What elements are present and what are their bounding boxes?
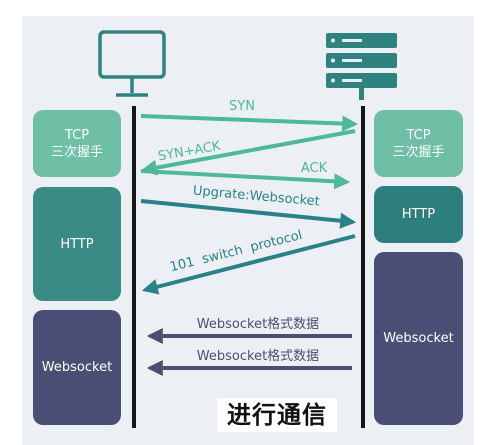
syn-arrow xyxy=(140,114,359,132)
server-http-box: HTTP xyxy=(374,186,463,243)
client-tcp-box: TCP 三次握手 xyxy=(33,110,121,177)
websocket-data-label-2: Websocket格式数据 xyxy=(197,348,319,364)
client-websocket-box: Websocket xyxy=(33,310,121,425)
client-http-box: HTTP xyxy=(33,187,121,301)
server-lifeline xyxy=(361,106,365,428)
upgrade-label: Upgrate:Websocket xyxy=(192,183,320,209)
client-lifeline xyxy=(132,106,136,428)
server-icon xyxy=(326,33,397,100)
upgrade-arrow xyxy=(140,199,357,229)
server-websocket-box: Websocket xyxy=(374,252,463,425)
monitor-icon xyxy=(98,30,166,97)
syn-label: SYN xyxy=(229,99,255,114)
ack-label: ACK xyxy=(301,161,328,176)
ack-arrow xyxy=(140,169,351,190)
websocket-data-label-1: Websocket格式数据 xyxy=(197,316,319,332)
switch-protocol-arrow xyxy=(141,234,356,295)
communication-caption: 进行通信 xyxy=(217,398,337,432)
syn-ack-arrow xyxy=(140,129,356,176)
server-tcp-box: TCP 三次握手 xyxy=(374,110,463,177)
